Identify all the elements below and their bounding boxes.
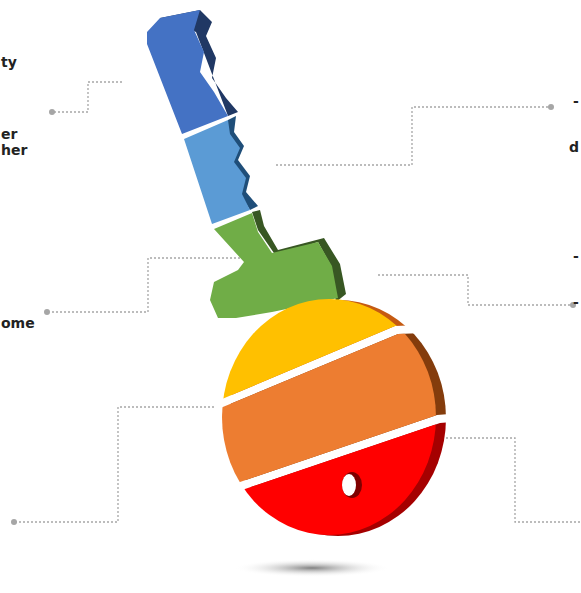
leader-line: [16, 407, 214, 522]
key-head-band: [222, 299, 436, 535]
callout-label: her: [1, 142, 27, 158]
callout-label: -: [573, 248, 579, 264]
key-shadow: [234, 559, 390, 577]
key-hole: [342, 474, 356, 496]
callout-label: er: [1, 126, 17, 142]
callout-label: -: [573, 93, 579, 109]
leader-line: [442, 438, 581, 522]
callout-label: d: [569, 139, 579, 155]
key-hole: [342, 472, 362, 498]
leader-line: [378, 275, 570, 305]
leader-line: [54, 82, 122, 112]
callout-label: ty: [1, 54, 17, 70]
key-head-band: [222, 299, 436, 535]
leader-dot: [11, 519, 17, 525]
leader-line: [276, 107, 548, 165]
key-blade: [184, 120, 250, 224]
leader-dot: [44, 309, 50, 315]
key-tip: [147, 10, 228, 134]
key-head-band: [222, 299, 436, 535]
leader-dot: [49, 109, 55, 115]
callout-label: ome: [1, 315, 35, 331]
leader-dot: [548, 104, 554, 110]
callout-label: -: [573, 294, 579, 310]
